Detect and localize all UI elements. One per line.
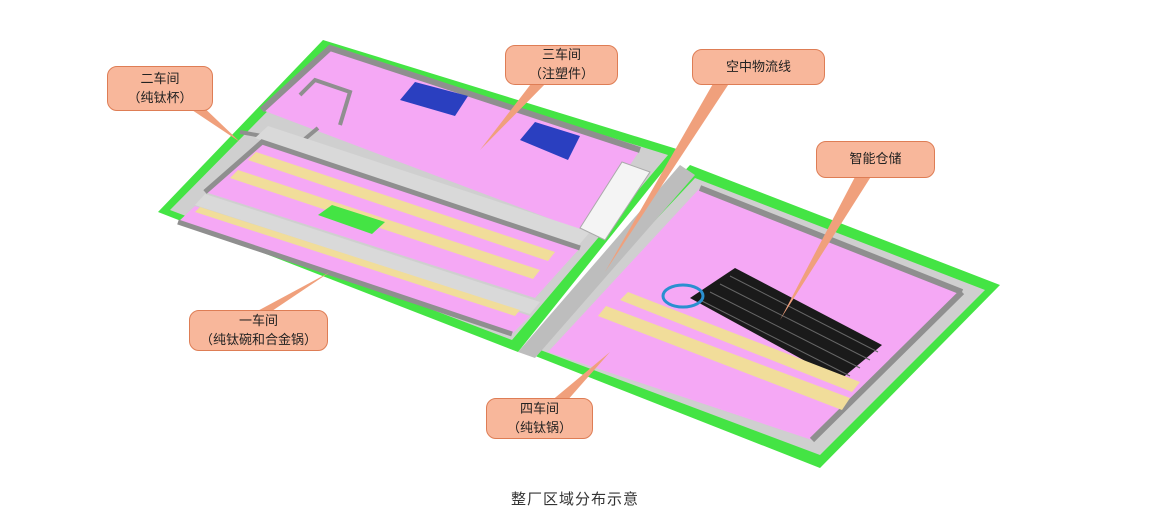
callout-workshop3: 三车间 （注塑件）: [505, 45, 618, 85]
workshop4-conveyor-2: [620, 292, 860, 392]
callout-workshop1-subtitle: （纯钛碗和合金锅）: [199, 332, 317, 348]
callout-workshop1: 一车间 （纯钛碗和合金锅）: [189, 310, 328, 351]
white-shed: [579, 161, 651, 241]
callout-logistics: 空中物流线: [692, 49, 825, 85]
workshop1-conveyor: [195, 207, 520, 316]
aerial-logistics-loop: [661, 283, 705, 309]
callout-workshop2: 二车间 （纯钛杯）: [107, 66, 213, 111]
workshop4-conveyor: [598, 306, 850, 410]
callout-workshop4: 四车间 （纯钛锅）: [486, 398, 593, 439]
callout-workshop2-title: 二车间: [140, 71, 180, 87]
callout-workshop4-title: 四车间: [519, 401, 559, 417]
solar-array-1: [400, 82, 468, 116]
leader-workshop3: [480, 80, 549, 150]
callout-workshop3-title: 三车间: [541, 48, 581, 63]
solar-array-2: [520, 122, 580, 160]
callout-workshop4-subtitle: （纯钛锅）: [506, 420, 572, 436]
callout-warehouse-title: 智能仓储: [849, 152, 902, 167]
smart-warehouse-racks: [690, 268, 882, 380]
workshop4-wall: [698, 185, 964, 295]
leader-workshop4: [550, 352, 610, 402]
workshop1-floor: [178, 206, 530, 334]
workshop1-wall: [177, 219, 513, 337]
callout-logistics-title: 空中物流线: [725, 59, 791, 75]
leader-logistics: [605, 82, 730, 272]
leader-workshop1: [250, 272, 330, 315]
callout-workshop1-title: 一车间: [238, 313, 278, 329]
callout-warehouse: 智能仓储: [816, 141, 935, 178]
walkway-b: [195, 194, 540, 314]
workshop3-wall: [259, 44, 641, 153]
rack-lines: [699, 275, 879, 377]
callout-workshop3-subtitle: （注塑件）: [528, 67, 594, 82]
workshop2-conveyor-2: [230, 170, 540, 279]
callout-workshop2-subtitle: （纯钛杯）: [127, 90, 193, 106]
figure-caption: 整厂区域分布示意: [510, 490, 639, 508]
workshop2-wall: [203, 139, 581, 251]
walkway-a: [255, 126, 590, 246]
right-building-block: [520, 165, 1000, 468]
workshop3-inner-wall: [298, 77, 353, 126]
leader-warehouse: [780, 175, 872, 320]
workshop2-green-pad: [318, 205, 385, 234]
workshop2-conveyor: [248, 152, 555, 261]
workshop4-wall-right: [809, 289, 965, 443]
left-building-block: [158, 40, 680, 352]
workshop3-floor: [262, 48, 640, 232]
central-road: [518, 165, 695, 358]
